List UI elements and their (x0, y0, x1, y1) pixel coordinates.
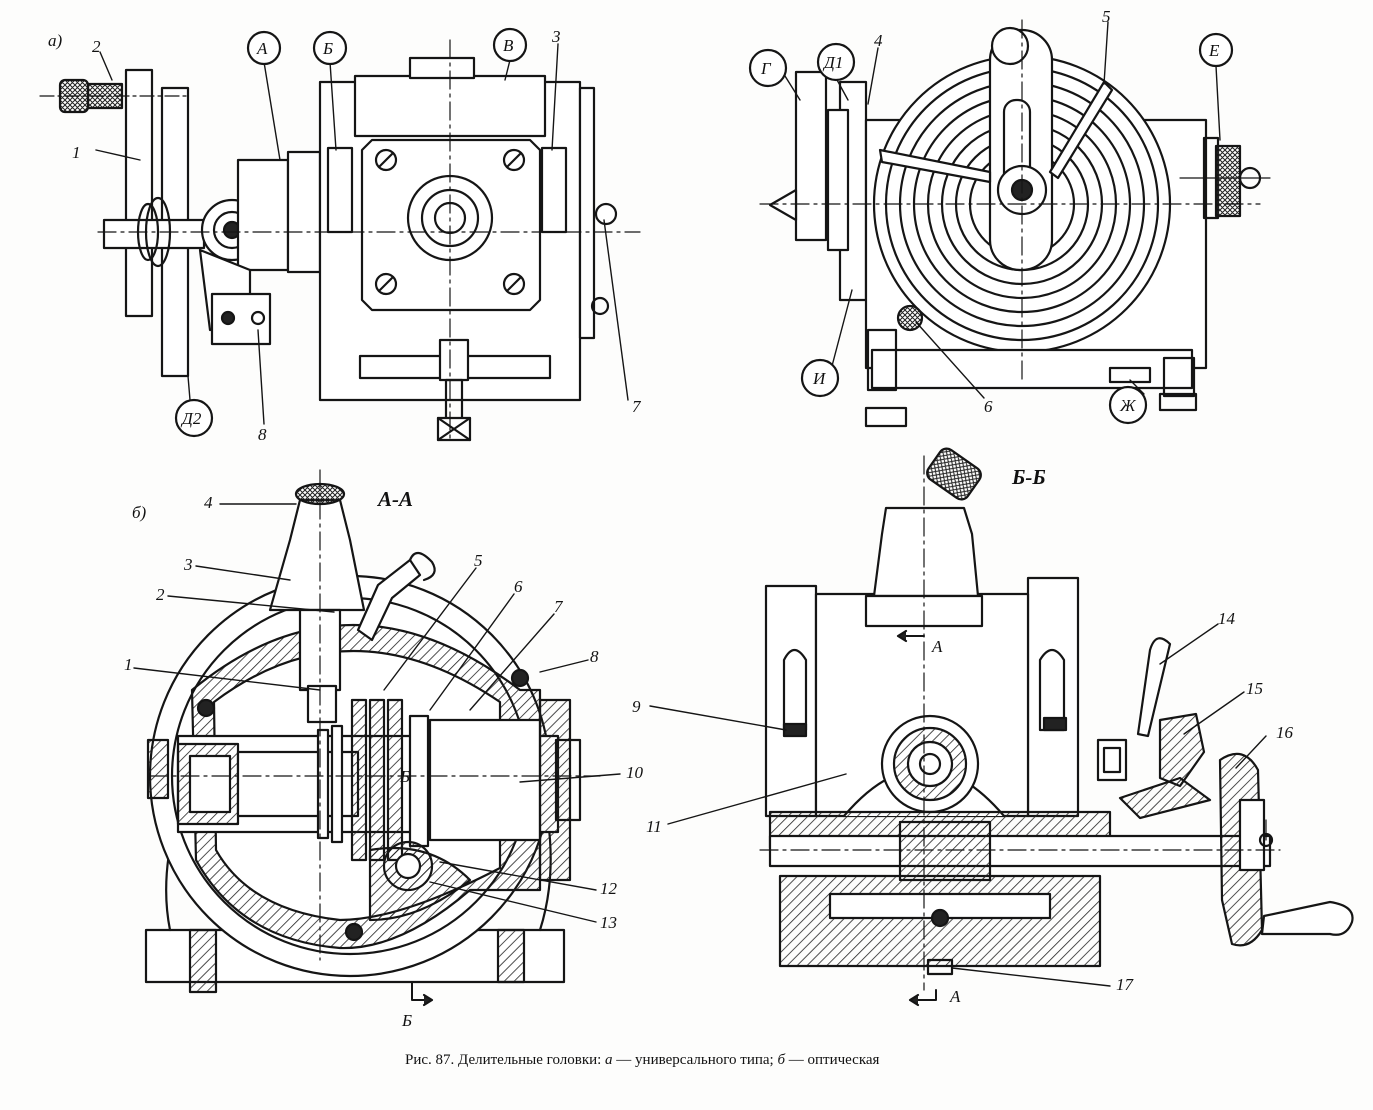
callout-bb-15: 15 (1246, 679, 1263, 698)
callout-top-right-6: 6 (984, 397, 993, 416)
callout-a-3: 3 (551, 27, 561, 46)
circle-D1: Д1 (822, 53, 843, 72)
arrow-label-b-mid: Б (399, 767, 410, 786)
callout-aa-1: 1 (124, 655, 133, 674)
callout-aa-13: 13 (600, 913, 617, 932)
circle-a-D2: Д2 (180, 409, 202, 428)
callout-bb-17: 17 (1116, 975, 1135, 994)
arrow-label-a-top: А (931, 637, 943, 656)
callout-bb-9: 9 (632, 697, 641, 716)
caption-b-letter: б (777, 1052, 785, 1068)
callout-aa-4: 4 (204, 493, 213, 512)
circle-a-V: В (503, 36, 514, 55)
view-a-front-disc (748, 19, 1271, 428)
view-b-label: б) (132, 503, 147, 522)
callout-top-right-5: 5 (1102, 7, 1111, 26)
circle-a-A: А (256, 39, 268, 58)
circle-a-B: Б (322, 39, 333, 58)
callout-a-1: 1 (72, 143, 81, 162)
circle-I: И (812, 369, 827, 388)
callout-aa-2: 2 (156, 585, 165, 604)
callout-a-7: 7 (632, 397, 642, 416)
arrow-label-a-bottom: А (949, 987, 961, 1006)
circle-E: Е (1208, 41, 1220, 60)
callout-aa-12: 12 (600, 879, 618, 898)
section-bb-title: Б-Б (1011, 465, 1046, 489)
figure-caption: Рис. 87. Делительные головки: а — универ… (405, 1052, 1105, 1069)
circle-G: Г (760, 59, 772, 78)
view-a-label: а) (48, 31, 63, 50)
callout-bb-11: 11 (646, 817, 662, 836)
view-a-universal-head (39, 27, 641, 442)
callout-a-8: 8 (258, 425, 267, 444)
caption-prefix: Рис. 87. Делительные головки: (405, 1052, 602, 1068)
callout-aa-5: 5 (474, 551, 483, 570)
callout-aa-10: 10 (626, 763, 644, 782)
callout-a-2: 2 (92, 37, 101, 56)
callout-bb-14: 14 (1218, 609, 1236, 628)
callout-aa-7: 7 (554, 597, 564, 616)
section-aa-title: А-А (376, 487, 413, 511)
callout-aa-6: 6 (514, 577, 523, 596)
caption-b-text: — оптическая (788, 1052, 880, 1068)
caption-a-text: — универсального типа; (616, 1052, 774, 1068)
caption-a-letter: а (605, 1052, 613, 1068)
view-b-section-bb (649, 447, 1354, 1007)
callout-aa-8: 8 (590, 647, 599, 666)
callout-bb-16: 16 (1276, 723, 1294, 742)
callout-top-right-4: 4 (874, 31, 883, 50)
callout-aa-3: 3 (183, 555, 193, 574)
view-b-section-aa (133, 469, 621, 1007)
circle-Zh: Ж (1119, 396, 1137, 415)
arrow-label-b-left: Б (401, 1011, 412, 1030)
labels: а) б) А-А Б-Б А А Б Б 1 2 3 7 8 А Б В Д2… (48, 7, 1294, 1030)
